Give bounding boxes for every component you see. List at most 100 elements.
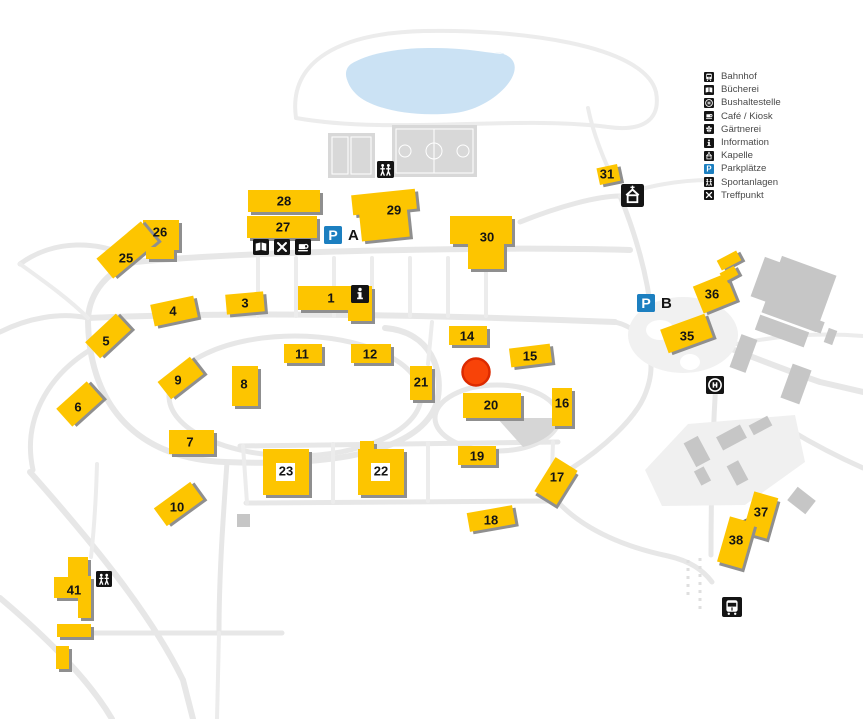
- building-27[interactable]: [247, 216, 320, 241]
- gray-building: [683, 435, 711, 468]
- building-label-27: 27: [276, 220, 290, 235]
- meeting-icon[interactable]: [274, 239, 290, 255]
- building-label-38: 38: [729, 533, 743, 548]
- building-12[interactable]: [351, 344, 394, 366]
- building-label-41: 41: [67, 583, 81, 598]
- building-14[interactable]: [449, 326, 490, 348]
- building-7[interactable]: [169, 430, 217, 457]
- legend-label: Bushaltestelle: [721, 97, 781, 109]
- building-label-6: 6: [74, 400, 81, 415]
- building-label-17: 17: [550, 470, 564, 485]
- building-35[interactable]: [660, 313, 717, 356]
- building-23[interactable]: [263, 449, 312, 498]
- gray-building: [237, 514, 250, 527]
- building-label-7: 7: [186, 435, 193, 450]
- building-unlabeled[interactable]: [146, 247, 177, 262]
- building-unlabeled[interactable]: [716, 249, 746, 273]
- legend-label: Gärtnerei: [721, 123, 761, 135]
- building-16[interactable]: [552, 388, 575, 429]
- building-label-36: 36: [705, 287, 719, 302]
- legend-item-cafe: Café / Kiosk: [704, 110, 781, 123]
- chapel-icon: [704, 150, 714, 161]
- cafe-icon[interactable]: [295, 239, 311, 255]
- building-label-4: 4: [169, 304, 177, 319]
- building-label-26: 26: [153, 225, 167, 240]
- building-28[interactable]: [248, 190, 323, 215]
- cafe-icon: [704, 111, 714, 122]
- legend-item-meeting: Treffpunkt: [704, 189, 781, 202]
- building-label-3: 3: [241, 296, 248, 311]
- building-label-35: 35: [680, 329, 694, 344]
- building-3[interactable]: [225, 291, 269, 318]
- building-25[interactable]: [96, 219, 162, 280]
- building-22[interactable]: [358, 441, 407, 498]
- gray-building: [761, 255, 837, 333]
- building-19[interactable]: [458, 446, 499, 468]
- building-41[interactable]: [54, 557, 94, 621]
- building-label-20: 20: [484, 398, 498, 413]
- svg-text:P: P: [328, 227, 337, 243]
- sports-icon[interactable]: [377, 161, 394, 178]
- building-label-15: 15: [523, 349, 537, 364]
- pond: [345, 48, 497, 113]
- legend-label: Parkplätze: [721, 163, 767, 175]
- building-21[interactable]: [410, 366, 435, 403]
- parking-icon-a[interactable]: P: [324, 226, 342, 244]
- parking-icon-b[interactable]: P: [637, 294, 655, 312]
- industrial-area: [645, 415, 805, 506]
- book-icon[interactable]: [253, 239, 269, 255]
- building-31[interactable]: [596, 163, 625, 188]
- chapel-icon[interactable]: [621, 184, 644, 207]
- sports-field: [328, 125, 477, 178]
- gray-building: [693, 466, 712, 486]
- building-38[interactable]: [716, 516, 758, 573]
- building-20[interactable]: [463, 393, 524, 421]
- building-11[interactable]: [284, 344, 325, 366]
- legend-label: Bahnhof: [721, 71, 757, 83]
- building-label-19: 19: [470, 449, 484, 464]
- parking-zone-label-a: A: [348, 227, 359, 244]
- building-9[interactable]: [157, 355, 208, 402]
- gray-building: [780, 363, 812, 405]
- current-location-marker: [461, 357, 491, 387]
- legend-item-parking: P Parkplätze: [704, 162, 781, 175]
- building-36[interactable]: [692, 272, 741, 316]
- building-6[interactable]: [56, 379, 108, 429]
- meeting-icon: [704, 190, 714, 201]
- info-icon: [704, 137, 714, 148]
- gray-building: [729, 334, 758, 373]
- building-label-14: 14: [460, 329, 475, 344]
- building-18[interactable]: [466, 505, 519, 535]
- busstop-icon: [704, 97, 714, 108]
- building-label-22: 22: [374, 464, 388, 479]
- parking-icon: P: [704, 163, 714, 174]
- sports-icon: [704, 177, 714, 188]
- building-4[interactable]: [150, 295, 202, 329]
- building-29[interactable]: [351, 188, 423, 245]
- building-8[interactable]: [232, 366, 261, 409]
- building-5[interactable]: [85, 312, 136, 361]
- building-label-25: 25: [119, 251, 133, 266]
- info-icon[interactable]: [351, 285, 369, 303]
- legend-item-book: Bücherei: [704, 83, 781, 96]
- legend-label: Sportanlagen: [721, 176, 779, 188]
- sports-icon[interactable]: [96, 571, 112, 587]
- train-icon[interactable]: [722, 597, 742, 617]
- building-30[interactable]: [450, 216, 515, 272]
- building-10[interactable]: [153, 480, 208, 528]
- gray-building: [810, 318, 825, 334]
- gray-building: [787, 486, 816, 515]
- building-15[interactable]: [508, 343, 556, 371]
- building-label-9: 9: [174, 373, 181, 388]
- gray-building: [754, 314, 810, 348]
- building-unlabeled[interactable]: [57, 624, 94, 640]
- offsite-buildings: [237, 255, 838, 527]
- building-unlabeled[interactable]: [719, 264, 743, 284]
- parking-zone-label-b: B: [661, 295, 672, 312]
- busstop-icon[interactable]: [706, 376, 724, 394]
- building-unlabeled[interactable]: [56, 646, 72, 672]
- building-label-16: 16: [555, 396, 569, 411]
- building-17[interactable]: [533, 457, 580, 509]
